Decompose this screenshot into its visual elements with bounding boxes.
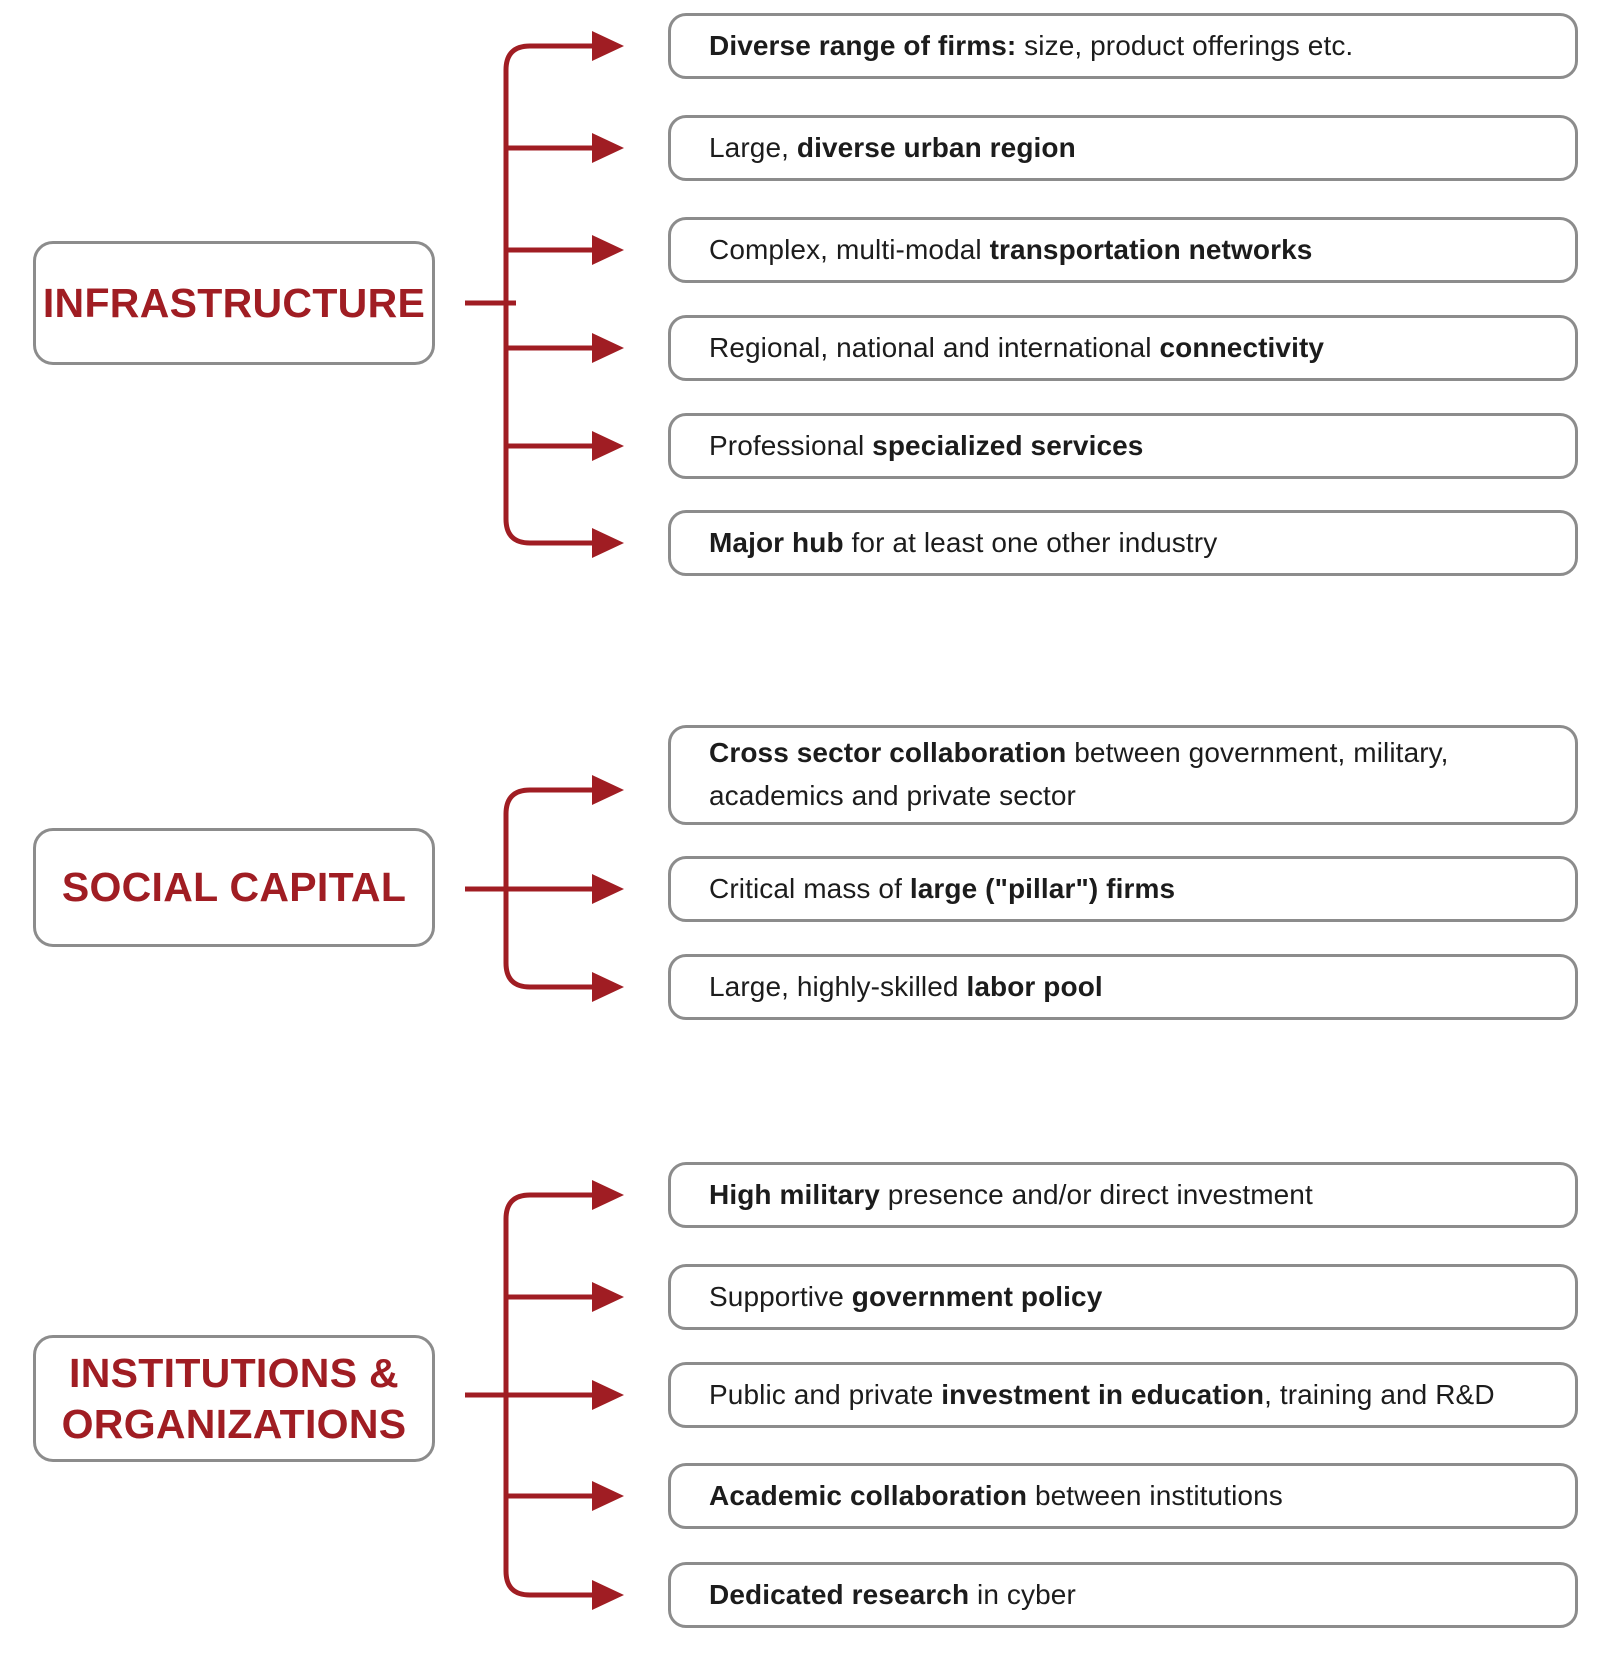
arrowhead-icon <box>592 31 624 61</box>
item-text-segment: labor pool <box>966 970 1103 1002</box>
arrowhead-icon <box>592 528 624 558</box>
item-text: Diverse range of firms: size, product of… <box>709 25 1353 68</box>
item-text-segment: Large, highly-skilled <box>709 970 967 1002</box>
item-text: Professional specialized services <box>709 425 1143 468</box>
connector-line <box>503 787 594 815</box>
connector-line <box>503 1570 594 1598</box>
arrowhead-icon <box>592 874 624 904</box>
item-text-segment: Diverse range of firms: <box>709 29 1017 61</box>
social-capital-item-2: Critical mass of large ("pillar") firms <box>668 856 1578 922</box>
item-text-segment: transportation networks <box>989 233 1313 265</box>
arrowhead-icon <box>592 1481 624 1511</box>
item-text: Complex, multi-modal transportation netw… <box>709 229 1312 272</box>
item-text-segment: specialized services <box>872 429 1144 461</box>
category-title-social-capital: SOCIAL CAPITAL <box>61 864 407 911</box>
item-text-segment: Critical mass of <box>709 872 910 904</box>
arrowhead-icon <box>592 133 624 163</box>
infrastructure-item-3: Complex, multi-modal transportation netw… <box>668 217 1578 283</box>
item-text-segment: Cross sector collaboration <box>709 737 1067 769</box>
infrastructure-item-1: Diverse range of firms: size, product of… <box>668 13 1578 79</box>
item-text-segment: presence and/or direct investment <box>879 1178 1313 1210</box>
item-text-segment: Public and private <box>709 1378 942 1410</box>
social-capital-item-1: Cross sector collaboration between gover… <box>668 725 1578 825</box>
item-text: Major hub for at least one other industr… <box>709 522 1217 565</box>
social-capital-item-3: Large, highly-skilled labor pool <box>668 954 1578 1020</box>
item-text-segment: connectivity <box>1159 331 1325 363</box>
item-text: Critical mass of large ("pillar") firms <box>709 868 1175 911</box>
arrowhead-icon <box>592 431 624 461</box>
item-text: Public and private investment in educati… <box>709 1374 1495 1417</box>
item-text-segment: , training and R&D <box>1264 1378 1495 1410</box>
item-text: High military presence and/or direct inv… <box>709 1174 1313 1217</box>
category-title-infrastructure: INFRASTRUCTURE <box>42 279 426 326</box>
item-text-segment: High military <box>709 1178 880 1210</box>
item-text-segment: diverse urban region <box>796 131 1076 163</box>
item-text-segment: Professional <box>709 429 873 461</box>
item-text-segment: investment in education <box>941 1378 1265 1410</box>
item-text-segment: Complex, multi-modal <box>709 233 990 265</box>
item-text-segment: for at least one other industry <box>843 526 1218 558</box>
connector-line <box>503 962 594 990</box>
arrowhead-icon <box>592 1282 624 1312</box>
item-text-segment: between institutions <box>1027 1479 1283 1511</box>
item-text: Dedicated research in cyber <box>709 1574 1076 1617</box>
arrowhead-icon <box>592 775 624 805</box>
category-box-social-capital: SOCIAL CAPITAL <box>33 828 435 947</box>
item-text-segment: Regional, national and international <box>709 331 1160 363</box>
category-box-infrastructure: INFRASTRUCTURE <box>33 241 435 365</box>
item-text-segment: Supportive <box>709 1280 852 1312</box>
item-text-segment: Major hub <box>709 526 844 558</box>
institutions-organizations-item-4: Academic collaboration between instituti… <box>668 1463 1578 1529</box>
connector-line <box>503 1192 594 1220</box>
item-text-segment: Academic collaboration <box>709 1479 1028 1511</box>
item-text-segment: large ("pillar") firms <box>909 872 1176 904</box>
item-text: Large, diverse urban region <box>709 127 1076 170</box>
item-text: Regional, national and international con… <box>709 327 1324 370</box>
infrastructure-item-6: Major hub for at least one other industr… <box>668 510 1578 576</box>
institutions-organizations-item-3: Public and private investment in educati… <box>668 1362 1578 1428</box>
item-text-segment: government policy <box>851 1280 1103 1312</box>
institutions-organizations-item-2: Supportive government policy <box>668 1264 1578 1330</box>
item-text-segment: size, product offerings etc. <box>1016 29 1354 61</box>
arrowhead-icon <box>592 1580 624 1610</box>
category-box-institutions-organizations: INSTITUTIONS & ORGANIZATIONS <box>33 1335 435 1462</box>
infrastructure-item-4: Regional, national and international con… <box>668 315 1578 381</box>
arrowhead-icon <box>592 235 624 265</box>
infrastructure-item-2: Large, diverse urban region <box>668 115 1578 181</box>
category-title-institutions-organizations: INSTITUTIONS & ORGANIZATIONS <box>61 1350 407 1447</box>
arrowhead-icon <box>592 972 624 1002</box>
infrastructure-item-5: Professional specialized services <box>668 413 1578 479</box>
item-text-segment: between government, military, academics … <box>709 737 1449 811</box>
arrowhead-icon <box>592 1180 624 1210</box>
item-text-segment: in cyber <box>969 1578 1076 1610</box>
arrowhead-icon <box>592 333 624 363</box>
institutions-organizations-item-5: Dedicated research in cyber <box>668 1562 1578 1628</box>
item-text-segment: Dedicated research <box>709 1578 970 1610</box>
connector-line <box>503 43 594 71</box>
item-text: Academic collaboration between instituti… <box>709 1475 1283 1518</box>
item-text: Supportive government policy <box>709 1276 1102 1319</box>
institutions-organizations-item-1: High military presence and/or direct inv… <box>668 1162 1578 1228</box>
arrowhead-icon <box>592 1380 624 1410</box>
item-text-segment: Large, <box>709 131 797 163</box>
item-text: Large, highly-skilled labor pool <box>709 966 1103 1009</box>
item-text: Cross sector collaboration between gover… <box>709 732 1549 817</box>
connector-line <box>503 518 594 546</box>
